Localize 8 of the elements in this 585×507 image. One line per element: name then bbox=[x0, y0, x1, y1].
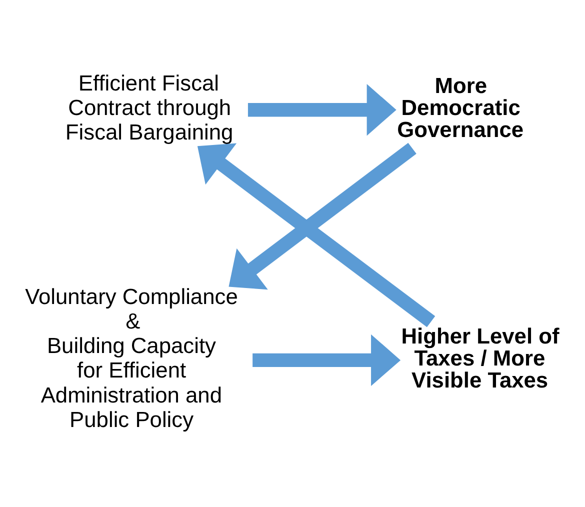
node-text: Efficient Fiscal Contract through Fiscal Bargaining bbox=[65, 70, 234, 145]
node-text: Voluntary Compliance & Building Capacity for Efficient Administration and Public Policy bbox=[25, 284, 238, 432]
arrow bbox=[197, 143, 436, 328]
node-text: More Democratic Governance bbox=[397, 73, 524, 142]
arrow bbox=[252, 334, 401, 386]
arrow bbox=[248, 84, 396, 136]
node-text: Higher Level of Taxes / More Visible Taxes bbox=[401, 324, 560, 392]
arrow bbox=[228, 142, 416, 290]
